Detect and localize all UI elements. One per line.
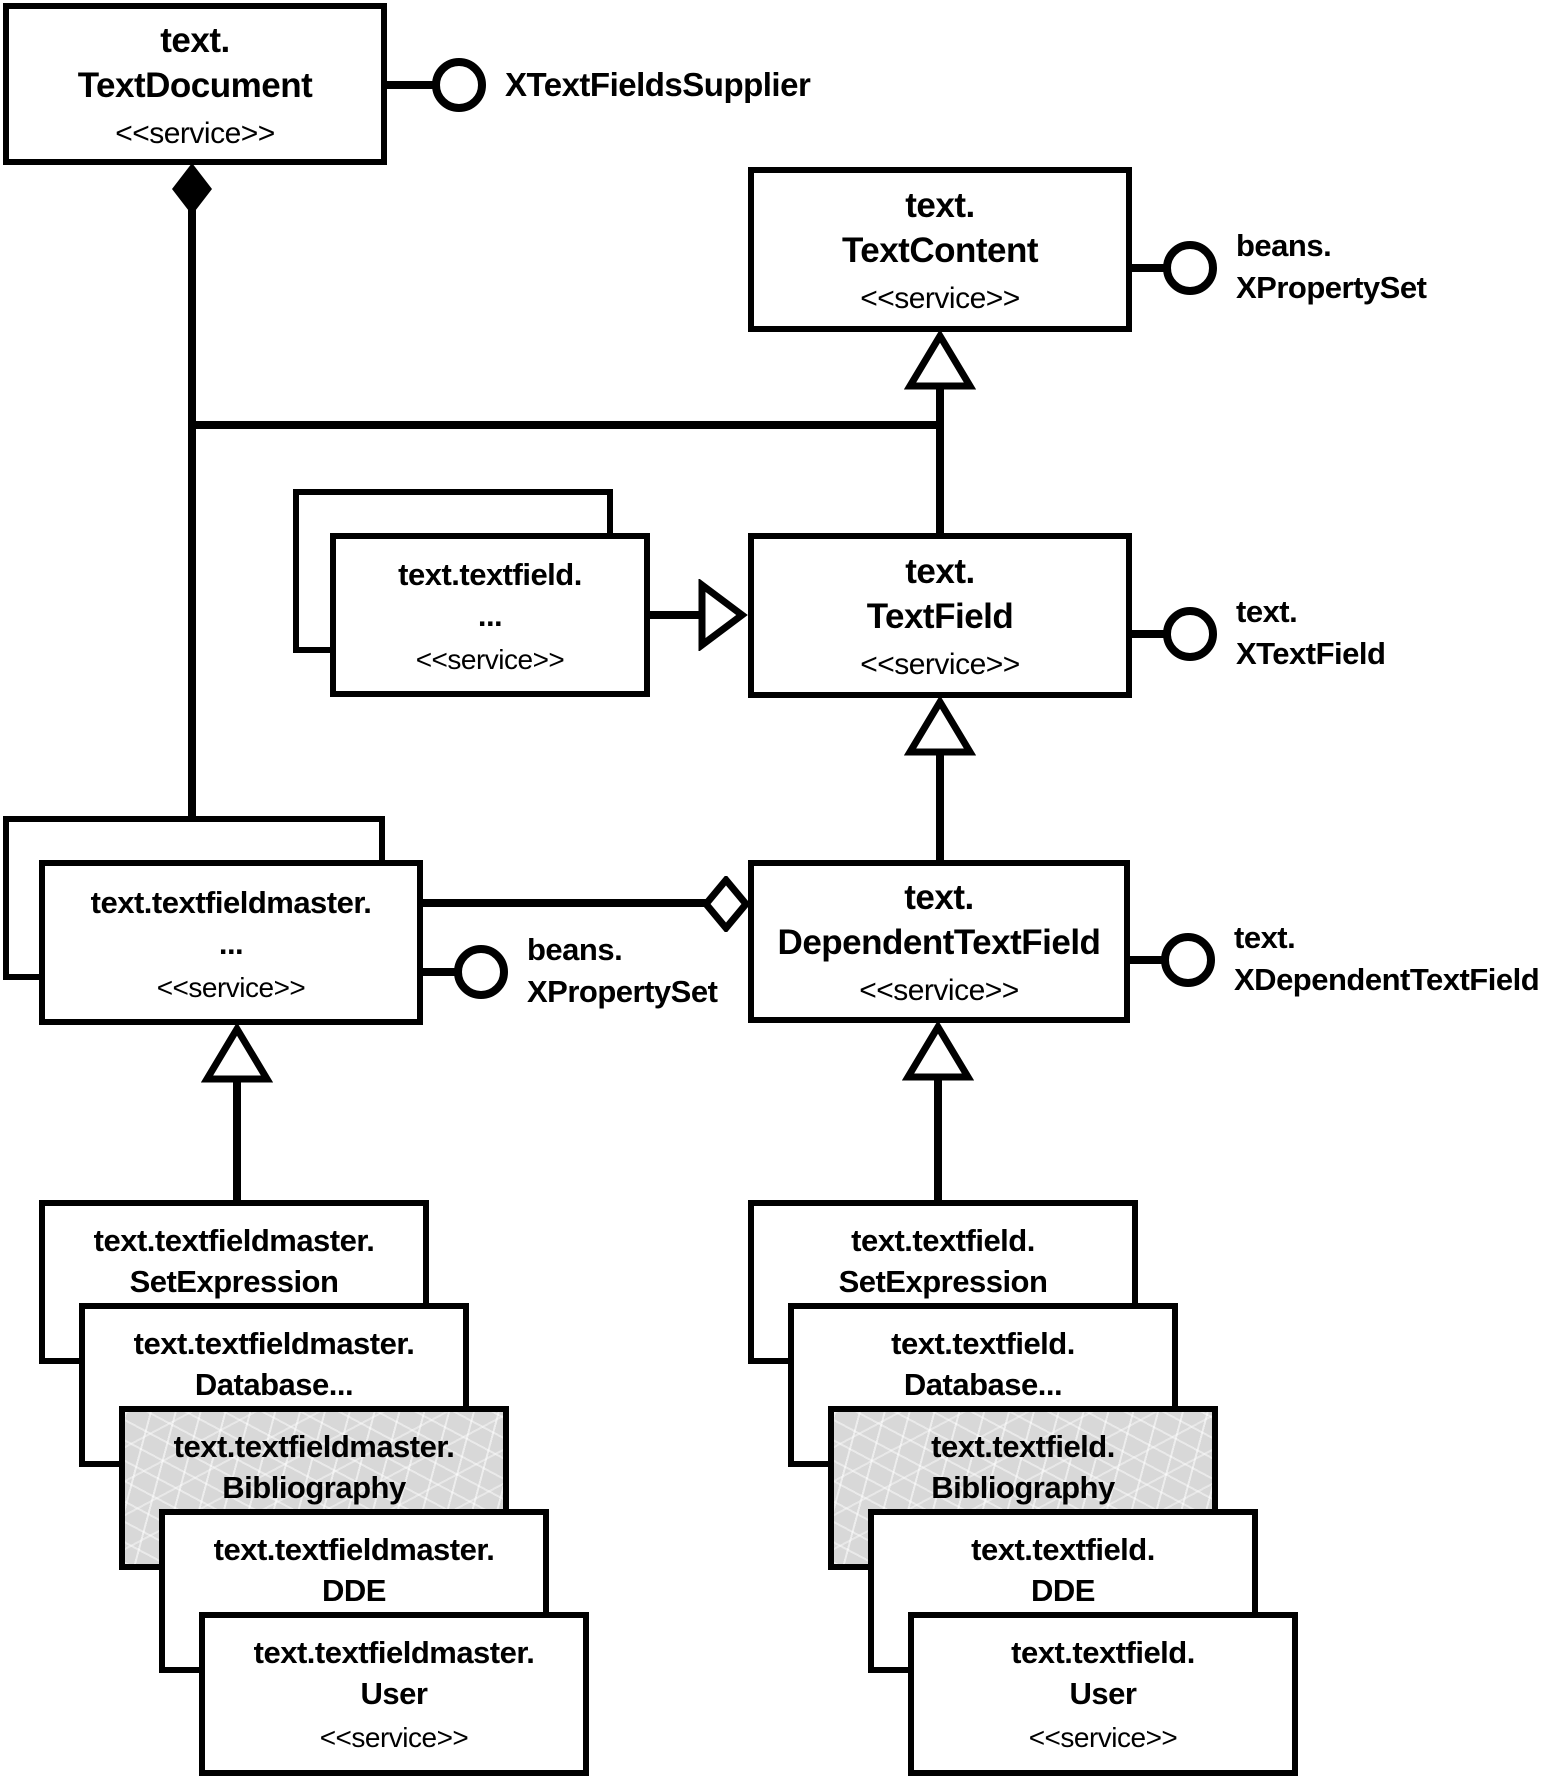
generalization-arrowhead-textfieldmaster-icon bbox=[200, 1022, 274, 1085]
interface-label-line: XDependentTextField bbox=[1234, 962, 1540, 997]
service-box-textfield-group: text.textfield. ... <<service>> bbox=[330, 533, 650, 697]
service-box-textdocument: text. TextDocument <<service>> bbox=[3, 3, 387, 165]
lollipop-stub-textfieldmaster bbox=[417, 968, 455, 976]
service-name-line: text.textfield. bbox=[971, 1532, 1155, 1567]
stereotype-label: <<service>> bbox=[156, 971, 306, 1003]
generalization-line-dependent-textfield bbox=[936, 752, 944, 862]
generalization-line-left-stack bbox=[233, 1080, 241, 1205]
interface-label-beans-xpropertyset-top: beans. XPropertySet bbox=[1236, 225, 1427, 309]
service-name-line: User bbox=[1069, 1676, 1137, 1711]
interface-lollipop-textcontent-icon bbox=[1158, 236, 1222, 300]
lollipop-stub-textdocument bbox=[387, 81, 435, 89]
interface-lollipop-textfield-icon bbox=[1158, 602, 1222, 666]
service-name-line: User bbox=[360, 1676, 428, 1711]
interface-label-line: XPropertySet bbox=[1236, 270, 1427, 305]
service-name-line: text.textfield. bbox=[398, 557, 582, 592]
composition-diamond-icon bbox=[170, 161, 214, 217]
service-name-line: DDE bbox=[1031, 1573, 1095, 1608]
service-name-line: Bibliography bbox=[222, 1470, 406, 1505]
service-name-line: text.textfield. bbox=[851, 1223, 1035, 1258]
service-name-line: text.textfield. bbox=[1011, 1635, 1195, 1670]
service-name-line: TextField bbox=[866, 597, 1014, 636]
service-name-line: Database... bbox=[194, 1367, 354, 1402]
service-name-line: SetExpression bbox=[129, 1264, 339, 1299]
generalization-arrowhead-textfield-icon bbox=[903, 695, 977, 758]
interface-label-text-xtextfield: text. XTextField bbox=[1236, 591, 1386, 675]
generalization-arrowhead-right-icon bbox=[696, 578, 748, 652]
interface-lollipop-dependenttextfield-icon bbox=[1156, 928, 1220, 992]
interface-label-text-xdependenttextfield: text. XDependentTextField bbox=[1234, 917, 1540, 1001]
service-name-line: SetExpression bbox=[838, 1264, 1048, 1299]
service-name-line: text.textfield. bbox=[891, 1326, 1075, 1361]
generalization-arrowhead-textcontent-icon bbox=[903, 329, 977, 392]
stereotype-label: <<service>> bbox=[860, 648, 1020, 681]
service-name-line: DependentTextField bbox=[777, 923, 1101, 962]
service-name-line: ... bbox=[218, 925, 244, 961]
service-name-line: Database... bbox=[903, 1367, 1063, 1402]
generalization-line-group-textfield bbox=[648, 611, 700, 619]
service-name-line: text.textfieldmaster. bbox=[253, 1635, 535, 1670]
service-name-line: text. bbox=[160, 20, 230, 60]
service-name-line: text.textfieldmaster. bbox=[93, 1223, 375, 1258]
service-box-textfield: text. TextField <<service>> bbox=[748, 533, 1132, 698]
service-name-line: text.textfield. bbox=[931, 1429, 1115, 1464]
service-name-line: TextContent bbox=[841, 231, 1039, 270]
generalization-line-textfield-textcontent bbox=[936, 388, 944, 535]
interface-label-beans-xpropertyset-left: beans. XPropertySet bbox=[527, 929, 718, 1013]
service-name-line: TextDocument bbox=[77, 65, 313, 105]
aggregation-diamond-icon bbox=[701, 874, 751, 934]
service-box-dependenttextfield: text. DependentTextField <<service>> bbox=[748, 860, 1130, 1023]
service-name-line: text. bbox=[905, 186, 975, 225]
lollipop-stub-dependenttextfield bbox=[1124, 956, 1162, 964]
generalization-arrowhead-dependent-icon bbox=[901, 1020, 975, 1083]
interface-label-line: text. bbox=[1236, 594, 1298, 629]
service-box-textcontent: text. TextContent <<service>> bbox=[748, 167, 1132, 332]
stereotype-label: <<service>> bbox=[115, 116, 275, 150]
interface-label-line: XTextField bbox=[1236, 636, 1386, 671]
stereotype-label: <<service>> bbox=[1028, 1722, 1178, 1753]
stack-box-textfield-user: text.textfield. User <<service>> bbox=[908, 1612, 1298, 1776]
service-name-line: Bibliography bbox=[931, 1470, 1115, 1505]
stereotype-label: <<service>> bbox=[319, 1722, 469, 1753]
service-name-line: text.textfieldmaster. bbox=[133, 1326, 415, 1361]
interface-label-line: beans. bbox=[1236, 228, 1332, 263]
lollipop-stub-textcontent bbox=[1126, 264, 1164, 272]
interface-label-xtextfieldssupplier: XTextFieldsSupplier bbox=[505, 64, 811, 106]
service-name-line: text.textfieldmaster. bbox=[173, 1429, 455, 1464]
stack-box-textfieldmaster-user: text.textfieldmaster. User <<service>> bbox=[199, 1612, 589, 1776]
interface-lollipop-textfieldmaster-icon bbox=[449, 940, 513, 1004]
interface-label-line: XPropertySet bbox=[527, 974, 718, 1009]
composition-line-vertical bbox=[188, 210, 196, 820]
service-name-line: text.textfieldmaster. bbox=[213, 1532, 495, 1567]
stereotype-label: <<service>> bbox=[415, 644, 565, 675]
lollipop-stub-textfield bbox=[1126, 630, 1164, 638]
service-name-line: text.textfieldmaster. bbox=[90, 884, 372, 920]
interface-label-line: text. bbox=[1234, 920, 1296, 955]
service-name-line: text. bbox=[905, 552, 975, 591]
interface-lollipop-textdocument-icon bbox=[427, 53, 491, 117]
service-name-line: text. bbox=[904, 878, 974, 917]
service-name-line: DDE bbox=[322, 1573, 386, 1608]
interface-label-line: XTextFieldsSupplier bbox=[505, 66, 811, 103]
generalization-line-right-stack bbox=[934, 1078, 942, 1205]
stereotype-label: <<service>> bbox=[860, 282, 1020, 315]
composition-line-branch bbox=[188, 421, 944, 429]
interface-label-line: beans. bbox=[527, 932, 623, 967]
aggregation-line bbox=[423, 899, 708, 907]
service-box-textfieldmaster-group: text.textfieldmaster. ... <<service>> bbox=[39, 860, 423, 1025]
stereotype-label: <<service>> bbox=[859, 974, 1019, 1007]
service-name-line: ... bbox=[477, 598, 503, 633]
